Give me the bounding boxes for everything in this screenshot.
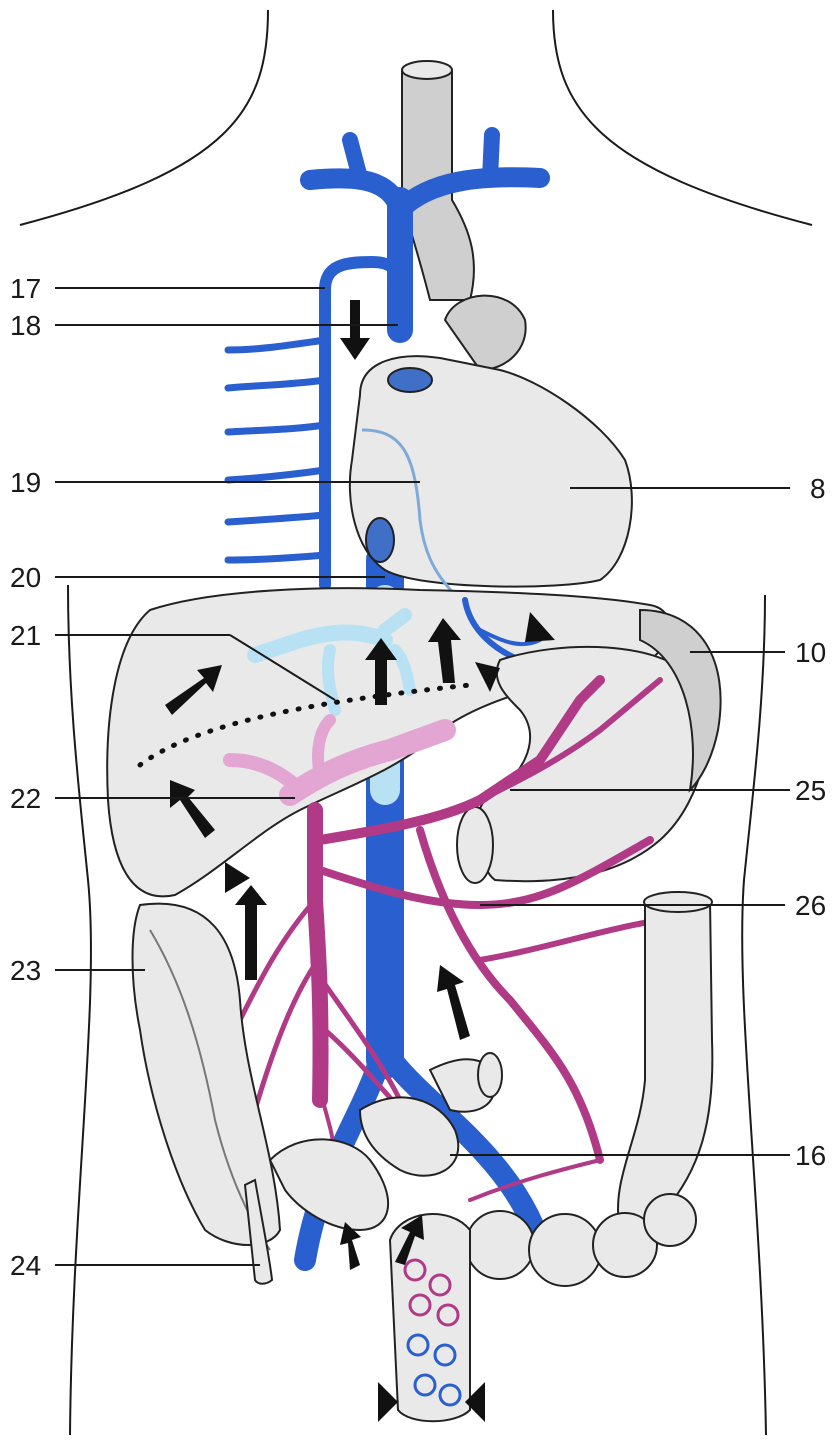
label-18: 18 [10,310,41,341]
label-19: 19 [10,467,41,498]
label-26: 26 [795,890,826,921]
arrow-up-icon [235,885,267,980]
label-17: 17 [10,273,41,304]
label-24: 24 [10,1250,41,1281]
descending-colon [618,892,712,1230]
arrowhead-icon [225,862,250,893]
label-16: 16 [795,1140,826,1171]
label-22: 22 [10,783,41,814]
label-10: 10 [795,637,826,668]
arrow-up-icon [437,965,470,1040]
label-8: 8 [810,473,826,504]
arrowhead-icon [378,1382,398,1422]
label-21: 21 [10,620,41,651]
label-23: 23 [10,955,41,986]
label-25: 25 [795,775,826,806]
sigmoid-colon [466,1194,696,1286]
heart [350,296,632,600]
label-20: 20 [10,562,41,593]
arrow-down-icon [340,300,370,360]
rectum [390,1214,470,1421]
